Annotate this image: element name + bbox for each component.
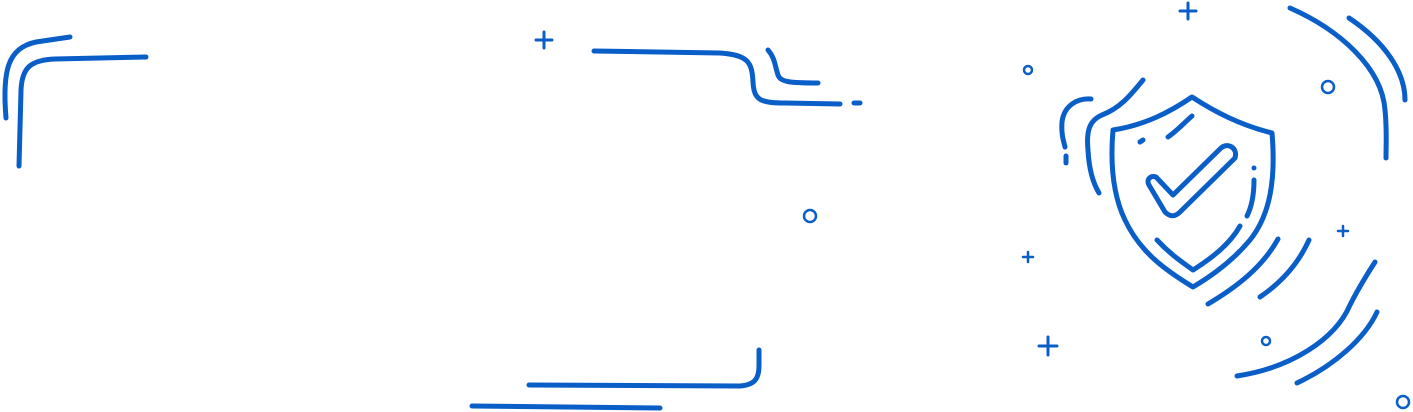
shield-arc-right-big [1287, 5, 1389, 161]
flow-line-bottom-main [526, 347, 762, 389]
shield-arc-lower-right [1234, 259, 1378, 379]
bracket-outer-line [2, 34, 73, 121]
flow-line-top-main [591, 48, 843, 107]
sparkle-icon [534, 30, 554, 50]
shield-check-icon [1059, 2, 1408, 390]
sparkle-dot [1064, 274, 1072, 282]
ring-ornament [1395, 394, 1411, 410]
ring-ornament [1320, 79, 1336, 95]
flow-line-bottom [453, 347, 762, 411]
ring-ornament [802, 208, 818, 224]
shield-arc-right-mid [1346, 15, 1408, 103]
ring-ornament [1022, 64, 1034, 76]
shield-arc-left-outer [1059, 96, 1094, 150]
shield-outer [1109, 94, 1276, 290]
sparkle-dot [629, 2, 634, 7]
check-mark [1145, 143, 1239, 219]
corner-bracket-icon [2, 34, 149, 169]
shield-arc-right-dot [1274, 2, 1279, 7]
shield-arc-lower-right-dot [1283, 384, 1289, 390]
flow-line-top [534, 2, 863, 107]
shield-inner-left [1137, 137, 1146, 145]
flow-line-top-hook [765, 47, 821, 86]
flow-line-bottom-lower [469, 403, 663, 411]
shield-arc-lower-right-2 [1294, 309, 1380, 386]
shield-arc-bottom-1 [1205, 236, 1281, 307]
shield-inner-side [1244, 177, 1257, 219]
shield-arc-bottom-2 [1257, 237, 1312, 300]
bracket-inner-line [16, 54, 149, 169]
flow-line-bottom-dot [453, 403, 459, 409]
sparkle-icon [1021, 250, 1035, 264]
shield-inner-top [1165, 113, 1195, 140]
ring-ornament [1260, 335, 1272, 347]
shield-arc-left-top [1085, 77, 1146, 196]
shield-inner [1154, 223, 1243, 273]
sparkle-icon [1037, 335, 1059, 357]
bracket-dot [83, 34, 87, 38]
sparkle-icon [1336, 224, 1350, 238]
sparkle-icon [1178, 1, 1198, 21]
